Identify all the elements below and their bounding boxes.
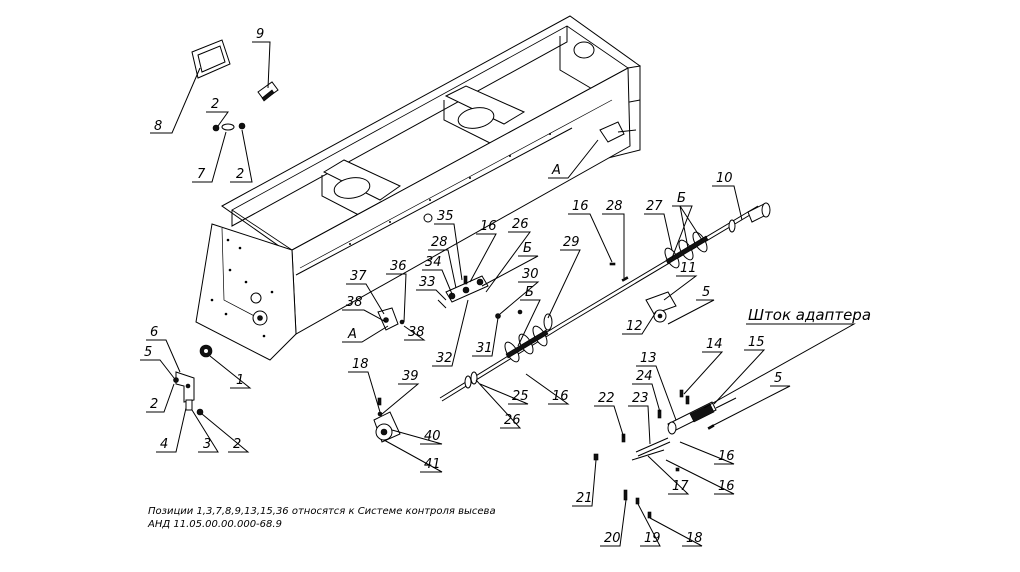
label-40: 40	[424, 429, 441, 444]
label-5: 5	[774, 371, 782, 386]
label-17: 17	[672, 479, 689, 494]
link-rods	[593, 389, 684, 519]
label-24: 24	[636, 369, 653, 384]
label-33: 33	[419, 275, 436, 290]
label-28: 28	[431, 235, 448, 250]
label-18: 18	[686, 531, 703, 546]
label-25: 25	[512, 389, 529, 404]
label-1: 1	[236, 373, 244, 388]
part-40-bearing	[373, 397, 401, 443]
label-34: 34	[425, 255, 442, 270]
label-39: 39	[402, 369, 419, 384]
label-30: 30	[522, 267, 539, 282]
bracket-assembly-mid	[437, 275, 523, 319]
label-21: 21	[576, 491, 593, 506]
label-10: 10	[716, 171, 733, 186]
label-B: Б	[523, 241, 532, 256]
label-2: 2	[236, 167, 244, 182]
label-16: 16	[572, 199, 589, 214]
label-11: 11	[680, 261, 697, 276]
label-B: Б	[677, 191, 686, 206]
note-line-1: Позиции 1,3,7,8,9,13,15,36 относятся к С…	[148, 506, 496, 517]
label-27: 27	[646, 199, 663, 214]
label-26: 26	[512, 217, 529, 232]
part-1-gear	[199, 344, 213, 358]
label-31: 31	[476, 341, 493, 356]
label-5: 5	[144, 345, 152, 360]
label-38: 38	[346, 295, 363, 310]
label-28: 28	[606, 199, 623, 214]
label-2: 2	[233, 437, 241, 452]
label-20: 20	[604, 531, 621, 546]
label-29: 29	[563, 235, 580, 250]
part-9-sensor	[257, 81, 279, 102]
label-12: 12	[626, 319, 643, 334]
label-16: 16	[718, 479, 735, 494]
label-36: 36	[390, 259, 407, 274]
label-18: 18	[352, 357, 369, 372]
adapter-rod	[667, 395, 737, 435]
label-26: 26	[504, 413, 521, 428]
part-8-monitor	[191, 39, 231, 79]
label-B: Б	[525, 285, 534, 300]
label-41: 41	[424, 457, 441, 472]
label-35: 35	[437, 209, 454, 224]
label-9: 9	[256, 27, 264, 42]
label-15: 15	[748, 335, 765, 350]
label-22: 22	[598, 391, 615, 406]
label-16: 16	[552, 389, 569, 404]
label-23: 23	[632, 391, 649, 406]
label-2: 2	[211, 97, 219, 112]
label-19: 19	[644, 531, 661, 546]
hopper-body	[195, 15, 641, 361]
label-16: 16	[480, 219, 497, 234]
label-6: 6	[150, 325, 158, 340]
label-3: 3	[203, 437, 211, 452]
label-13: 13	[640, 351, 657, 366]
label-32: 32	[436, 351, 453, 366]
label-A: А	[551, 163, 561, 178]
label-38: 38	[408, 325, 425, 340]
label-14: 14	[706, 337, 723, 352]
label-2: 2	[150, 397, 158, 412]
label-8: 8	[154, 119, 162, 134]
leader-lines	[140, 41, 856, 547]
label-16: 16	[718, 449, 735, 464]
part-6-bracket	[173, 371, 204, 416]
part-7-clip	[212, 122, 246, 132]
main-shaft	[439, 202, 771, 402]
label-A: А	[347, 327, 357, 342]
label-adapter-rod: Шток адаптера	[748, 306, 871, 324]
note-line-2: АНД 11.05.00.00.000-68.9	[148, 519, 282, 530]
label-7: 7	[197, 167, 206, 182]
label-37: 37	[350, 269, 367, 284]
label-5: 5	[702, 285, 710, 300]
callout-labels: 8 9 2 7 2 А 1 6 5 2 4 3 2 10 Б 27 28 16 …	[144, 27, 871, 546]
label-4: 4	[160, 437, 168, 452]
